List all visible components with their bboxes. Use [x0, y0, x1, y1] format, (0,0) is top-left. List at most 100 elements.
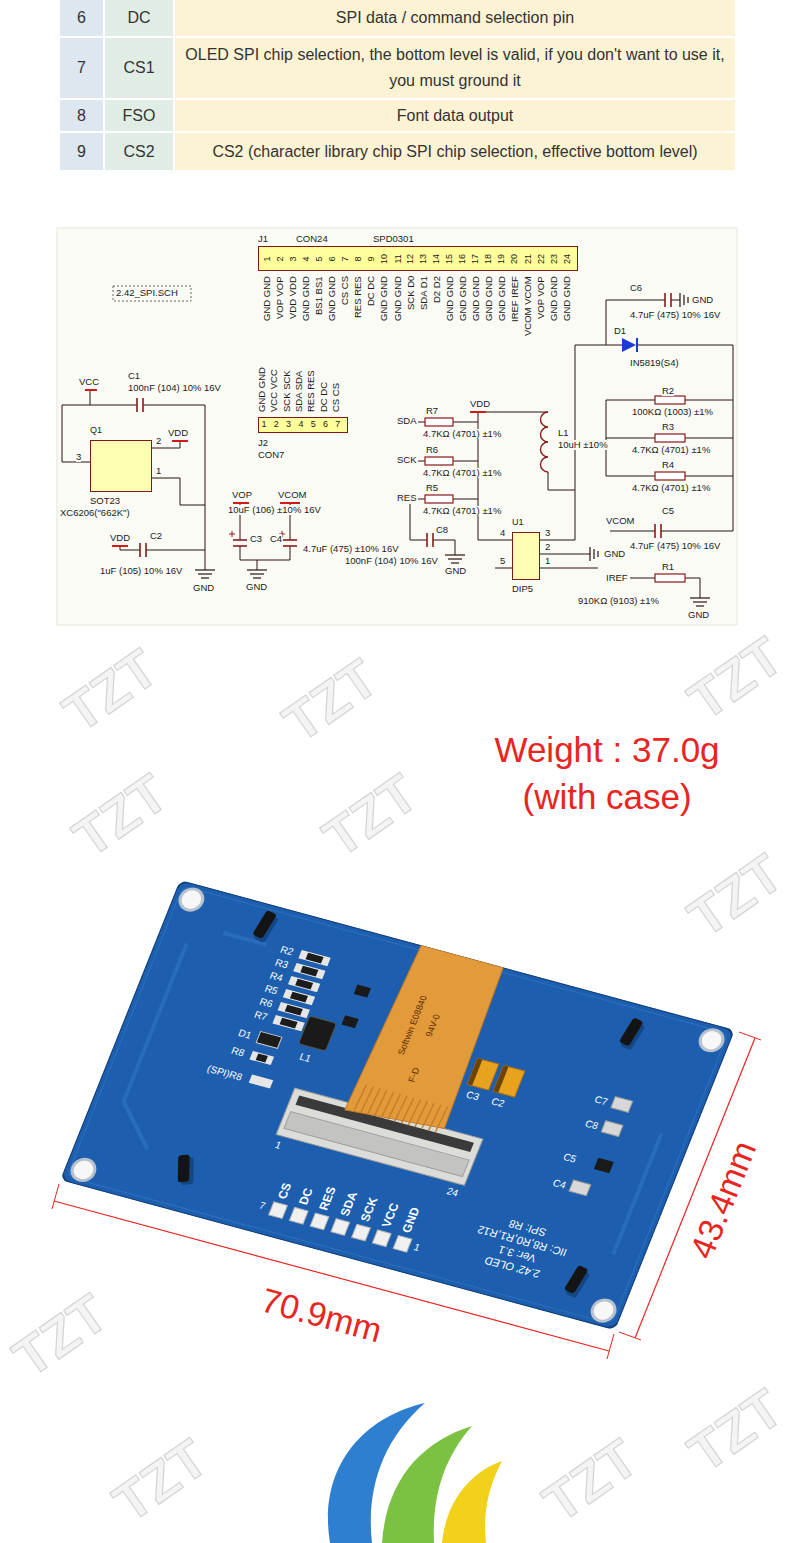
wire: [540, 345, 622, 540]
table-cell-text: CS1: [105, 38, 173, 98]
schematic-label: 1: [156, 466, 161, 476]
weight-text: (with case): [523, 778, 692, 817]
wire: [606, 300, 607, 345]
schematic-label: C3: [250, 534, 262, 544]
pin-number: 9: [367, 256, 377, 261]
pcb-trace: [613, 1134, 661, 1255]
pin-number: 1: [412, 1241, 421, 1253]
pin-name: GND GND: [327, 276, 337, 321]
extension-line: [739, 1032, 761, 1040]
cable-trace: [435, 1106, 447, 1133]
pin-name: CS CS: [331, 383, 341, 412]
resistor-pad: [288, 976, 320, 992]
table-cell: [105, 133, 173, 170]
schematic-label: R4: [662, 460, 674, 470]
table-cell: [105, 0, 173, 36]
schematic-label: CON7: [258, 450, 284, 460]
resistor-symbol: [425, 457, 453, 465]
flex-cable: [345, 943, 508, 1136]
schematic-label: SPD0301: [373, 234, 414, 244]
pin-number: 8: [354, 256, 364, 261]
sot23-chip: [341, 1015, 358, 1028]
cable-marking: 94V-0: [425, 1014, 443, 1038]
schematic-label: 4.7uF (475) 10% 16V: [630, 310, 720, 320]
ground-symbol: [195, 569, 215, 570]
resistor-body: [290, 992, 308, 1003]
capacitor-symbol: [660, 524, 662, 538]
ic-box: U1: [512, 532, 540, 580]
capacitor-symbol: [142, 398, 144, 412]
schematic-label: 4.7uF (475) 10% 16V: [630, 541, 720, 551]
table-cell-text: 9: [60, 133, 103, 170]
pin-number: 6: [328, 256, 338, 261]
cable-trace: [354, 1084, 366, 1111]
capacitor-symbol: [233, 545, 247, 547]
foot: [564, 1265, 589, 1294]
ground-symbol: [250, 573, 264, 574]
schematic-label: C2: [150, 531, 162, 541]
watermark: TZT: [677, 625, 792, 730]
ground-symbol: [690, 597, 710, 598]
wire: [630, 578, 655, 579]
table-cell-text: Font data output: [175, 100, 735, 131]
table-cell: [60, 0, 103, 36]
ground-symbol: [693, 601, 707, 602]
pin-number: 5: [315, 256, 325, 261]
cable-trace: [422, 1103, 434, 1130]
schematic-label: GND: [604, 549, 625, 559]
ground-symbol: [445, 554, 465, 555]
watermark: TZT: [272, 647, 387, 752]
wire: [685, 476, 733, 477]
power-port: [172, 440, 188, 442]
pin-number: 24: [445, 1185, 460, 1198]
pin-number: 22: [537, 253, 547, 263]
header-pad: [352, 1224, 371, 1241]
ground-symbol: [448, 558, 462, 559]
silkscreen-label: R2: [279, 944, 295, 958]
pin-number: 3: [289, 256, 299, 261]
pin-number: 18: [484, 253, 494, 263]
pin-number: 17: [471, 253, 481, 263]
wire: [478, 412, 548, 413]
schematic-label: R1: [662, 562, 674, 572]
watermark: TZT: [2, 1282, 117, 1387]
ground-symbol: [253, 577, 261, 578]
schematic-label: GND: [445, 566, 466, 576]
schematic-label: 100nF (104) 10% 16V: [345, 556, 438, 566]
schematic-label: VCC: [79, 377, 99, 387]
resistor-pad: [283, 989, 315, 1005]
schematic-label: 4.7KΩ (4701) ±1%: [632, 445, 710, 455]
pcb-text-layer: R2R3R4R5R6R7D1R8(SPI)R8L1C3C2C7C8C5C4Sof…: [60, 880, 735, 1330]
capacitor-symbol: [670, 293, 672, 307]
pin-name: GND GND: [393, 276, 403, 321]
wire: [62, 405, 137, 406]
silkscreen-label: C3: [465, 1089, 481, 1103]
silkscreen-label: L1: [298, 1051, 313, 1064]
extension-line: [52, 1184, 59, 1209]
resistor-body: [295, 979, 313, 990]
cable-marking: F-D: [407, 1067, 422, 1084]
cable-marking: Softwin E08840: [396, 995, 429, 1056]
cable-trace: [375, 1090, 387, 1117]
ground-symbol: [201, 577, 209, 578]
wire: [610, 531, 655, 532]
table-cell: [175, 133, 735, 170]
inductor: [298, 1016, 336, 1051]
capacitor-symbol: [432, 533, 434, 547]
schematic-label: 4: [500, 528, 505, 538]
schematic-label: 10uH ±10%: [558, 440, 608, 450]
schematic-label: RES: [397, 493, 417, 503]
watermark: TZT: [62, 762, 177, 867]
pin-number: 10: [380, 253, 390, 263]
resistor-pad: [272, 1015, 304, 1031]
schematic-label: VOP: [232, 490, 252, 500]
pin-number: 6: [323, 420, 328, 430]
schematic-label: R3: [662, 422, 674, 432]
watermark: TZT: [312, 762, 427, 867]
pin-name: VCOM VCOM: [523, 276, 533, 336]
cable-trace: [368, 1088, 380, 1115]
silkscreen-label: R4: [268, 970, 284, 984]
resistor-body: [285, 1005, 303, 1016]
power-port: [280, 502, 300, 504]
resistor-symbol: [425, 495, 453, 503]
